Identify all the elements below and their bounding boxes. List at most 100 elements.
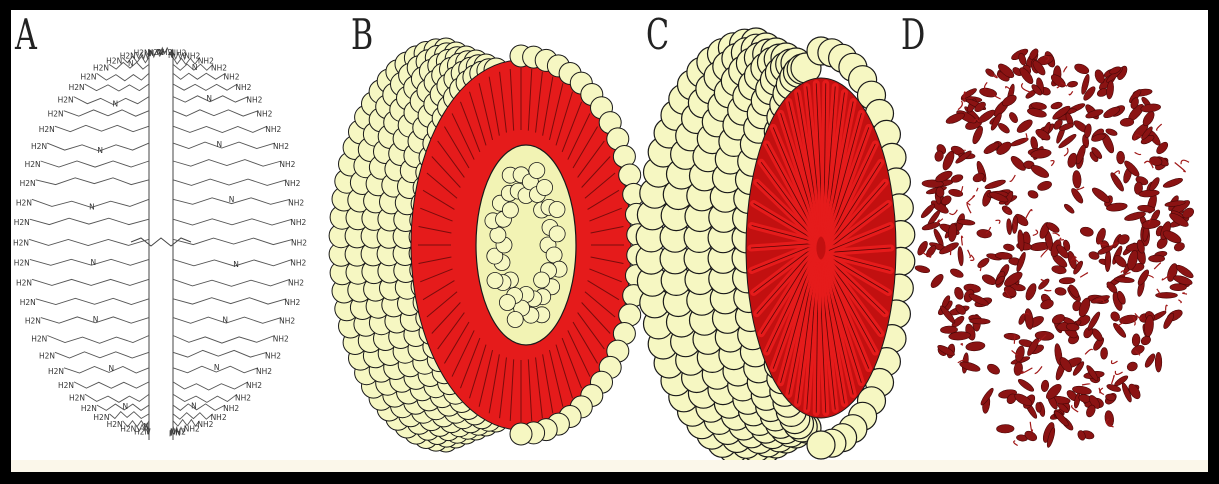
protein-loop	[1082, 384, 1090, 385]
dendrimer-branch	[32, 279, 149, 285]
amine-label: NH2	[211, 63, 227, 72]
lipid-head-inner	[507, 312, 523, 328]
dendrimer-branch	[173, 238, 293, 245]
amine-label: H2N	[80, 72, 96, 81]
nitrogen-label: N	[97, 146, 103, 155]
amine-label: NH2	[235, 83, 251, 92]
protein-helix	[984, 178, 1006, 190]
protein-loop	[1148, 275, 1153, 278]
dendrimer-branch	[41, 161, 149, 167]
protein-loop	[1085, 349, 1093, 354]
protein-loop	[1154, 263, 1160, 269]
amine-label: NH2	[235, 393, 251, 402]
nitrogen-label: N	[191, 402, 197, 411]
amine-label: NH2	[223, 404, 239, 413]
protein-helix	[1027, 189, 1039, 199]
protein-loop	[1051, 161, 1055, 166]
amine-label: H2N	[20, 179, 36, 188]
protein-loop	[1060, 238, 1064, 240]
protein-helix	[1140, 103, 1161, 113]
amine-label: NH2	[184, 425, 200, 434]
protein-loop	[1183, 293, 1187, 294]
lipid-head-inner	[534, 272, 550, 288]
dendrimer-branch	[173, 382, 248, 390]
protein-loop	[937, 219, 943, 223]
protein-helix	[914, 264, 930, 274]
amine-label: H2N	[16, 198, 32, 207]
nitrogen-label: N	[90, 258, 96, 267]
protein-loop	[1175, 163, 1186, 172]
dendrimer-branch	[173, 404, 225, 411]
protein-cage-diagram	[901, 10, 1208, 460]
amine-label: H2N	[58, 96, 74, 105]
amine-label: H2N	[48, 367, 64, 376]
protein-helix	[959, 360, 981, 373]
surfactant-head	[807, 431, 835, 459]
protein-helix	[949, 267, 964, 279]
lipid-head-inner	[549, 226, 565, 242]
dendrimer-diagram: H2NNH2NH2NNNH2H2NNH2H2NNH2NH2NNNH2H2NNH2…	[11, 10, 311, 460]
protein-loop	[1181, 160, 1189, 164]
amine-label: H2N	[69, 83, 85, 92]
protein-loop	[1114, 171, 1119, 174]
amine-label: NH2	[265, 351, 281, 360]
amine-label: H2N	[31, 142, 47, 151]
amine-label: NH2	[256, 110, 272, 119]
dendrimer-branch	[173, 110, 258, 116]
footer-strip	[11, 460, 1208, 472]
panel-b-vesicle: B	[341, 10, 621, 460]
dendrimer-branch	[85, 84, 149, 91]
amine-label: H2N	[39, 351, 55, 360]
protein-loop	[1025, 210, 1032, 220]
dendrimer-branch	[173, 350, 267, 357]
dendrimer-branch	[64, 110, 149, 116]
protein-helix	[1100, 347, 1108, 359]
protein-helix	[1059, 277, 1075, 284]
lipid-head-inner	[546, 247, 562, 263]
protein-helix	[976, 256, 991, 269]
protein-loop	[1069, 91, 1073, 95]
protein-helix	[1120, 118, 1134, 127]
dendrimer-branch	[173, 73, 226, 79]
protein-loop	[970, 255, 974, 260]
lipid-head	[510, 423, 532, 445]
protein-loop	[951, 247, 952, 256]
dendrimer-branch	[30, 259, 149, 265]
nitrogen-label: N	[123, 402, 129, 411]
dendrimer-branch	[173, 298, 286, 304]
lipid-head-inner	[549, 202, 565, 218]
protein-helix	[1090, 186, 1112, 205]
protein-helix	[970, 318, 991, 324]
dendrimer-branch	[173, 413, 213, 420]
amine-label: NH2	[291, 238, 307, 247]
dendrimer-branch	[36, 298, 149, 304]
protein-helix	[1004, 333, 1021, 341]
protein-helix	[1055, 287, 1067, 296]
protein-helix	[1132, 334, 1140, 347]
dendrimer-branch	[47, 336, 149, 344]
protein-loop	[996, 220, 1000, 224]
protein-loop	[949, 210, 957, 215]
lipid-head-inner	[499, 295, 515, 311]
protein-loop	[968, 250, 971, 258]
nitrogen-label: N	[229, 195, 235, 204]
protein-helix	[1063, 203, 1076, 215]
nitrogen-label: N	[233, 260, 239, 269]
protein-helix	[1006, 218, 1012, 234]
protein-loop	[1178, 300, 1181, 303]
dendrimer-branch	[173, 179, 286, 185]
dendrimer-branch	[74, 382, 149, 388]
nitrogen-label: N	[217, 140, 223, 149]
dendrimer-branch	[173, 279, 290, 286]
protein-helix	[1079, 226, 1094, 238]
lipid-head-inner	[502, 202, 518, 218]
amine-label: NH2	[170, 427, 186, 436]
protein-loop	[1064, 66, 1067, 72]
amine-label: NH2	[265, 125, 281, 134]
nitrogen-label: N	[128, 59, 134, 68]
protein-loop	[961, 344, 963, 346]
protein-helices	[914, 47, 1195, 448]
protein-loop	[962, 236, 963, 245]
protein-helix	[1041, 380, 1050, 392]
dendrimer-branch	[55, 352, 149, 358]
